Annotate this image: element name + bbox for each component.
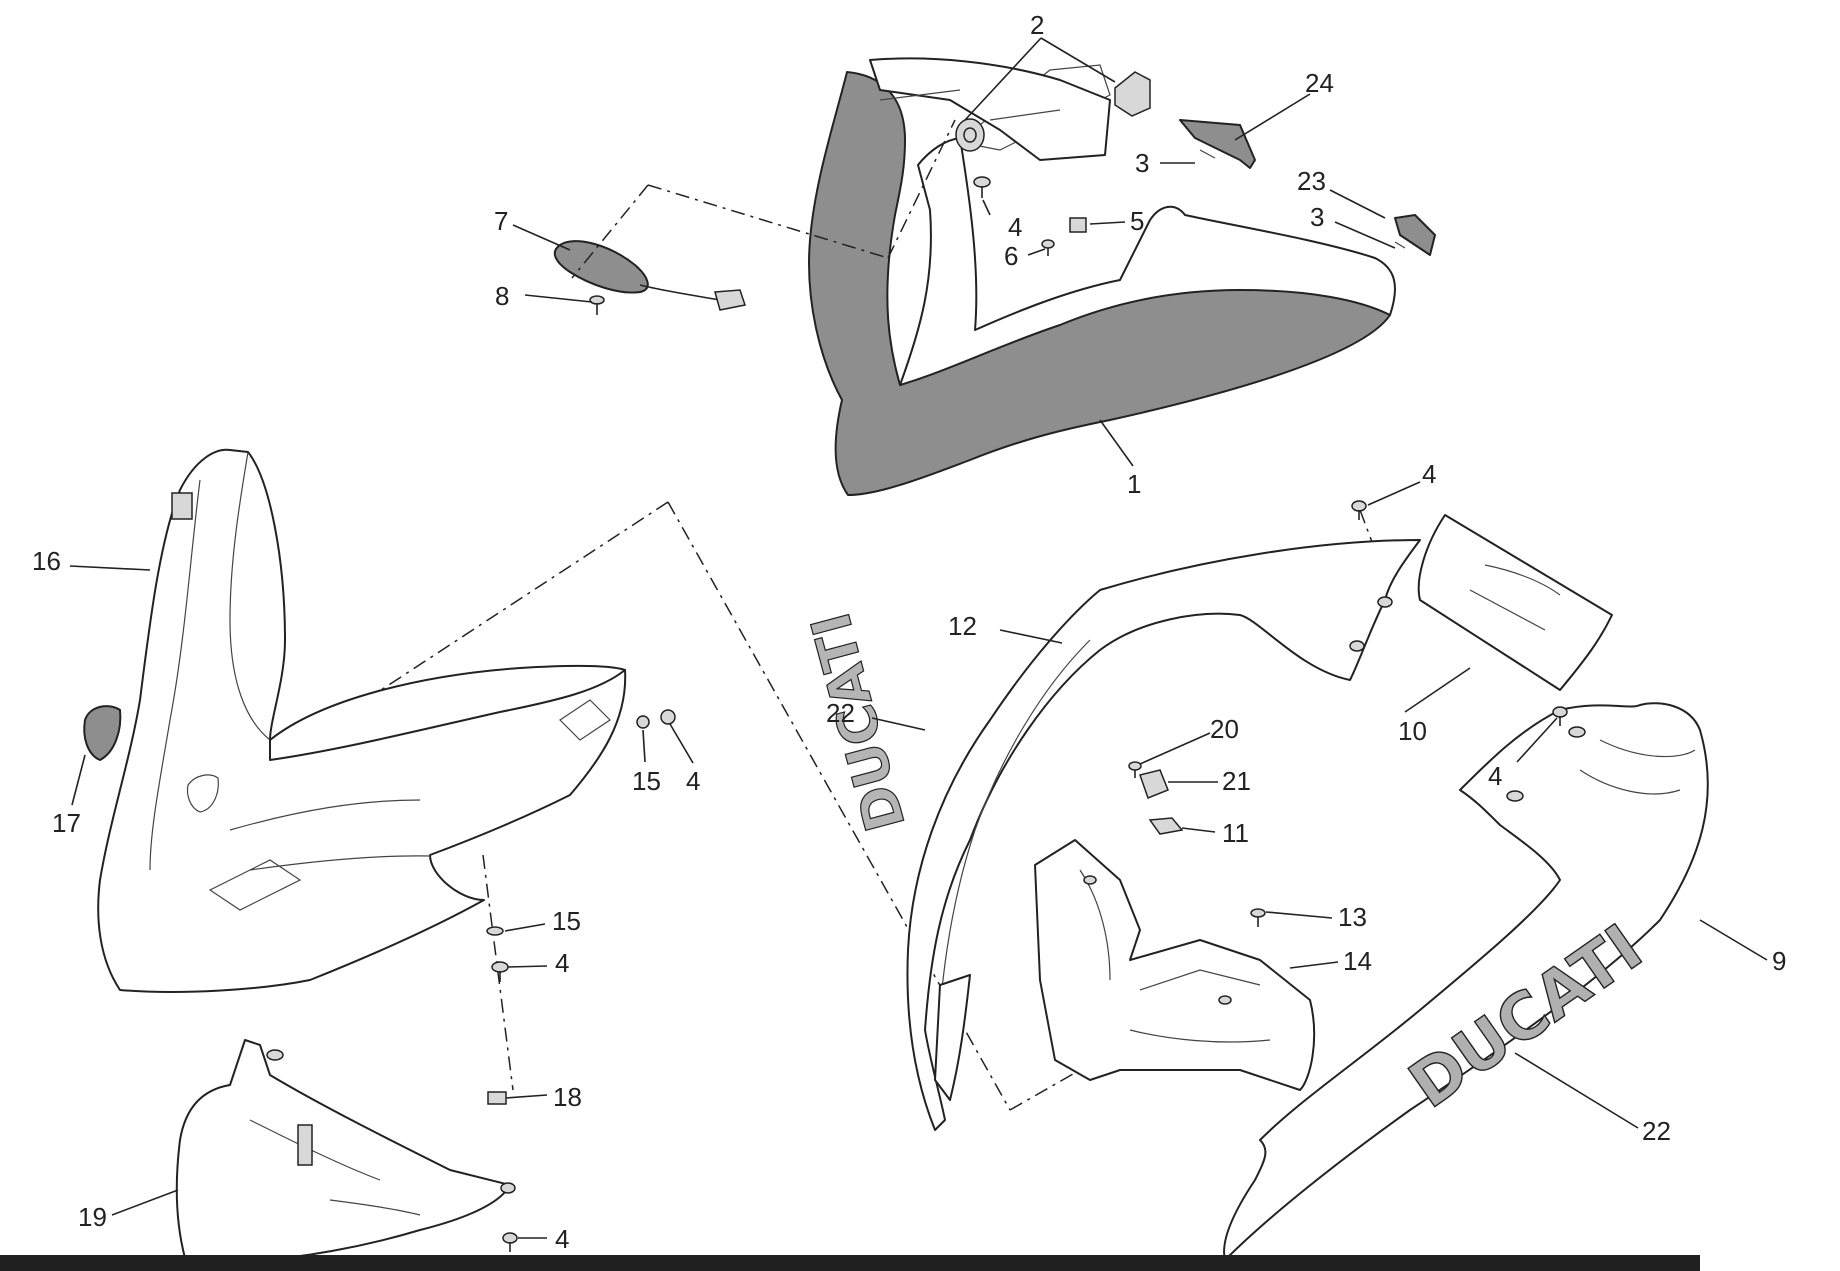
screw-4-bottom [502,1232,518,1252]
callout-4: 4 [1488,761,1502,791]
screw-4-near-9 [1552,706,1568,726]
callout-17: 17 [52,808,81,838]
part-2-mirror-mount [955,71,1151,152]
part-21-sensor [1139,769,1169,799]
callout-2: 2 [1030,10,1044,40]
callout-4: 4 [555,948,569,978]
part-13-screw [1250,908,1266,927]
callout-14: 14 [1343,946,1372,976]
callout-15: 15 [632,766,661,796]
callout-11: 11 [1222,818,1249,848]
part-1-front-fairing [808,57,1396,496]
part-17-recess [186,774,219,813]
screw-4-below-16 [491,961,509,982]
callout-3: 3 [1310,202,1324,232]
part-15-washer-lower [486,926,504,936]
bottom-rule [0,1255,1700,1271]
part-8-screw [589,295,605,315]
decal-22-upper: DUCATI [799,606,918,838]
callout-24: 24 [1305,68,1334,98]
part-20-screw [1128,761,1142,778]
callout-4: 4 [1422,459,1436,489]
assembly-line-upper [571,119,956,279]
callout-1: 1 [1127,469,1141,499]
screw-4-right-of-16 [660,709,676,725]
callout-21: 21 [1222,766,1251,796]
part-19-lower-cover [175,1039,516,1263]
callout-3: 3 [1135,148,1149,178]
callout-16: 16 [32,546,61,576]
screw-4-upper-right [1351,500,1367,520]
callout-6: 6 [1004,241,1018,271]
callout-4: 4 [1008,212,1022,242]
callout-5: 5 [1130,206,1144,236]
part-23-bracket [1394,214,1436,256]
part-15-washer-upper [636,715,650,729]
part-16-left-fairing [97,448,627,993]
callout-4: 4 [686,766,700,796]
screw-4-top [973,176,991,198]
part-12-side-panel [906,539,1421,1131]
callout-8: 8 [495,281,509,311]
callout-9: 9 [1772,946,1786,976]
callout-7: 7 [494,206,508,236]
callout-15: 15 [552,906,581,936]
part-18-nut [487,1091,507,1105]
part-10-panel [1417,514,1613,691]
callout-19: 19 [78,1202,107,1232]
part-6-screw [1041,239,1055,256]
part-5-clip [1069,217,1087,233]
callout-20: 20 [1210,714,1239,744]
part-11-bracket [1148,817,1184,835]
part-17-badge [83,705,122,761]
part-7-turn-indicator [553,240,746,311]
leader-lines [69,37,1768,1239]
callout-18: 18 [553,1082,582,1112]
callout-labels: 2 24 3 23 3 7 4 5 6 8 1 16 4 12 22 10 17… [32,10,1786,1254]
part-24-bracket [1179,119,1256,169]
callout-22: 22 [826,698,855,728]
callout-10: 10 [1398,716,1427,746]
callout-4: 4 [555,1224,569,1254]
part-9-right-panel [1223,702,1709,1261]
callout-12: 12 [948,611,977,641]
callout-13: 13 [1338,902,1367,932]
callout-23: 23 [1297,166,1326,196]
part-14-inner-bracket [1034,839,1316,1091]
callout-22: 22 [1642,1116,1671,1146]
